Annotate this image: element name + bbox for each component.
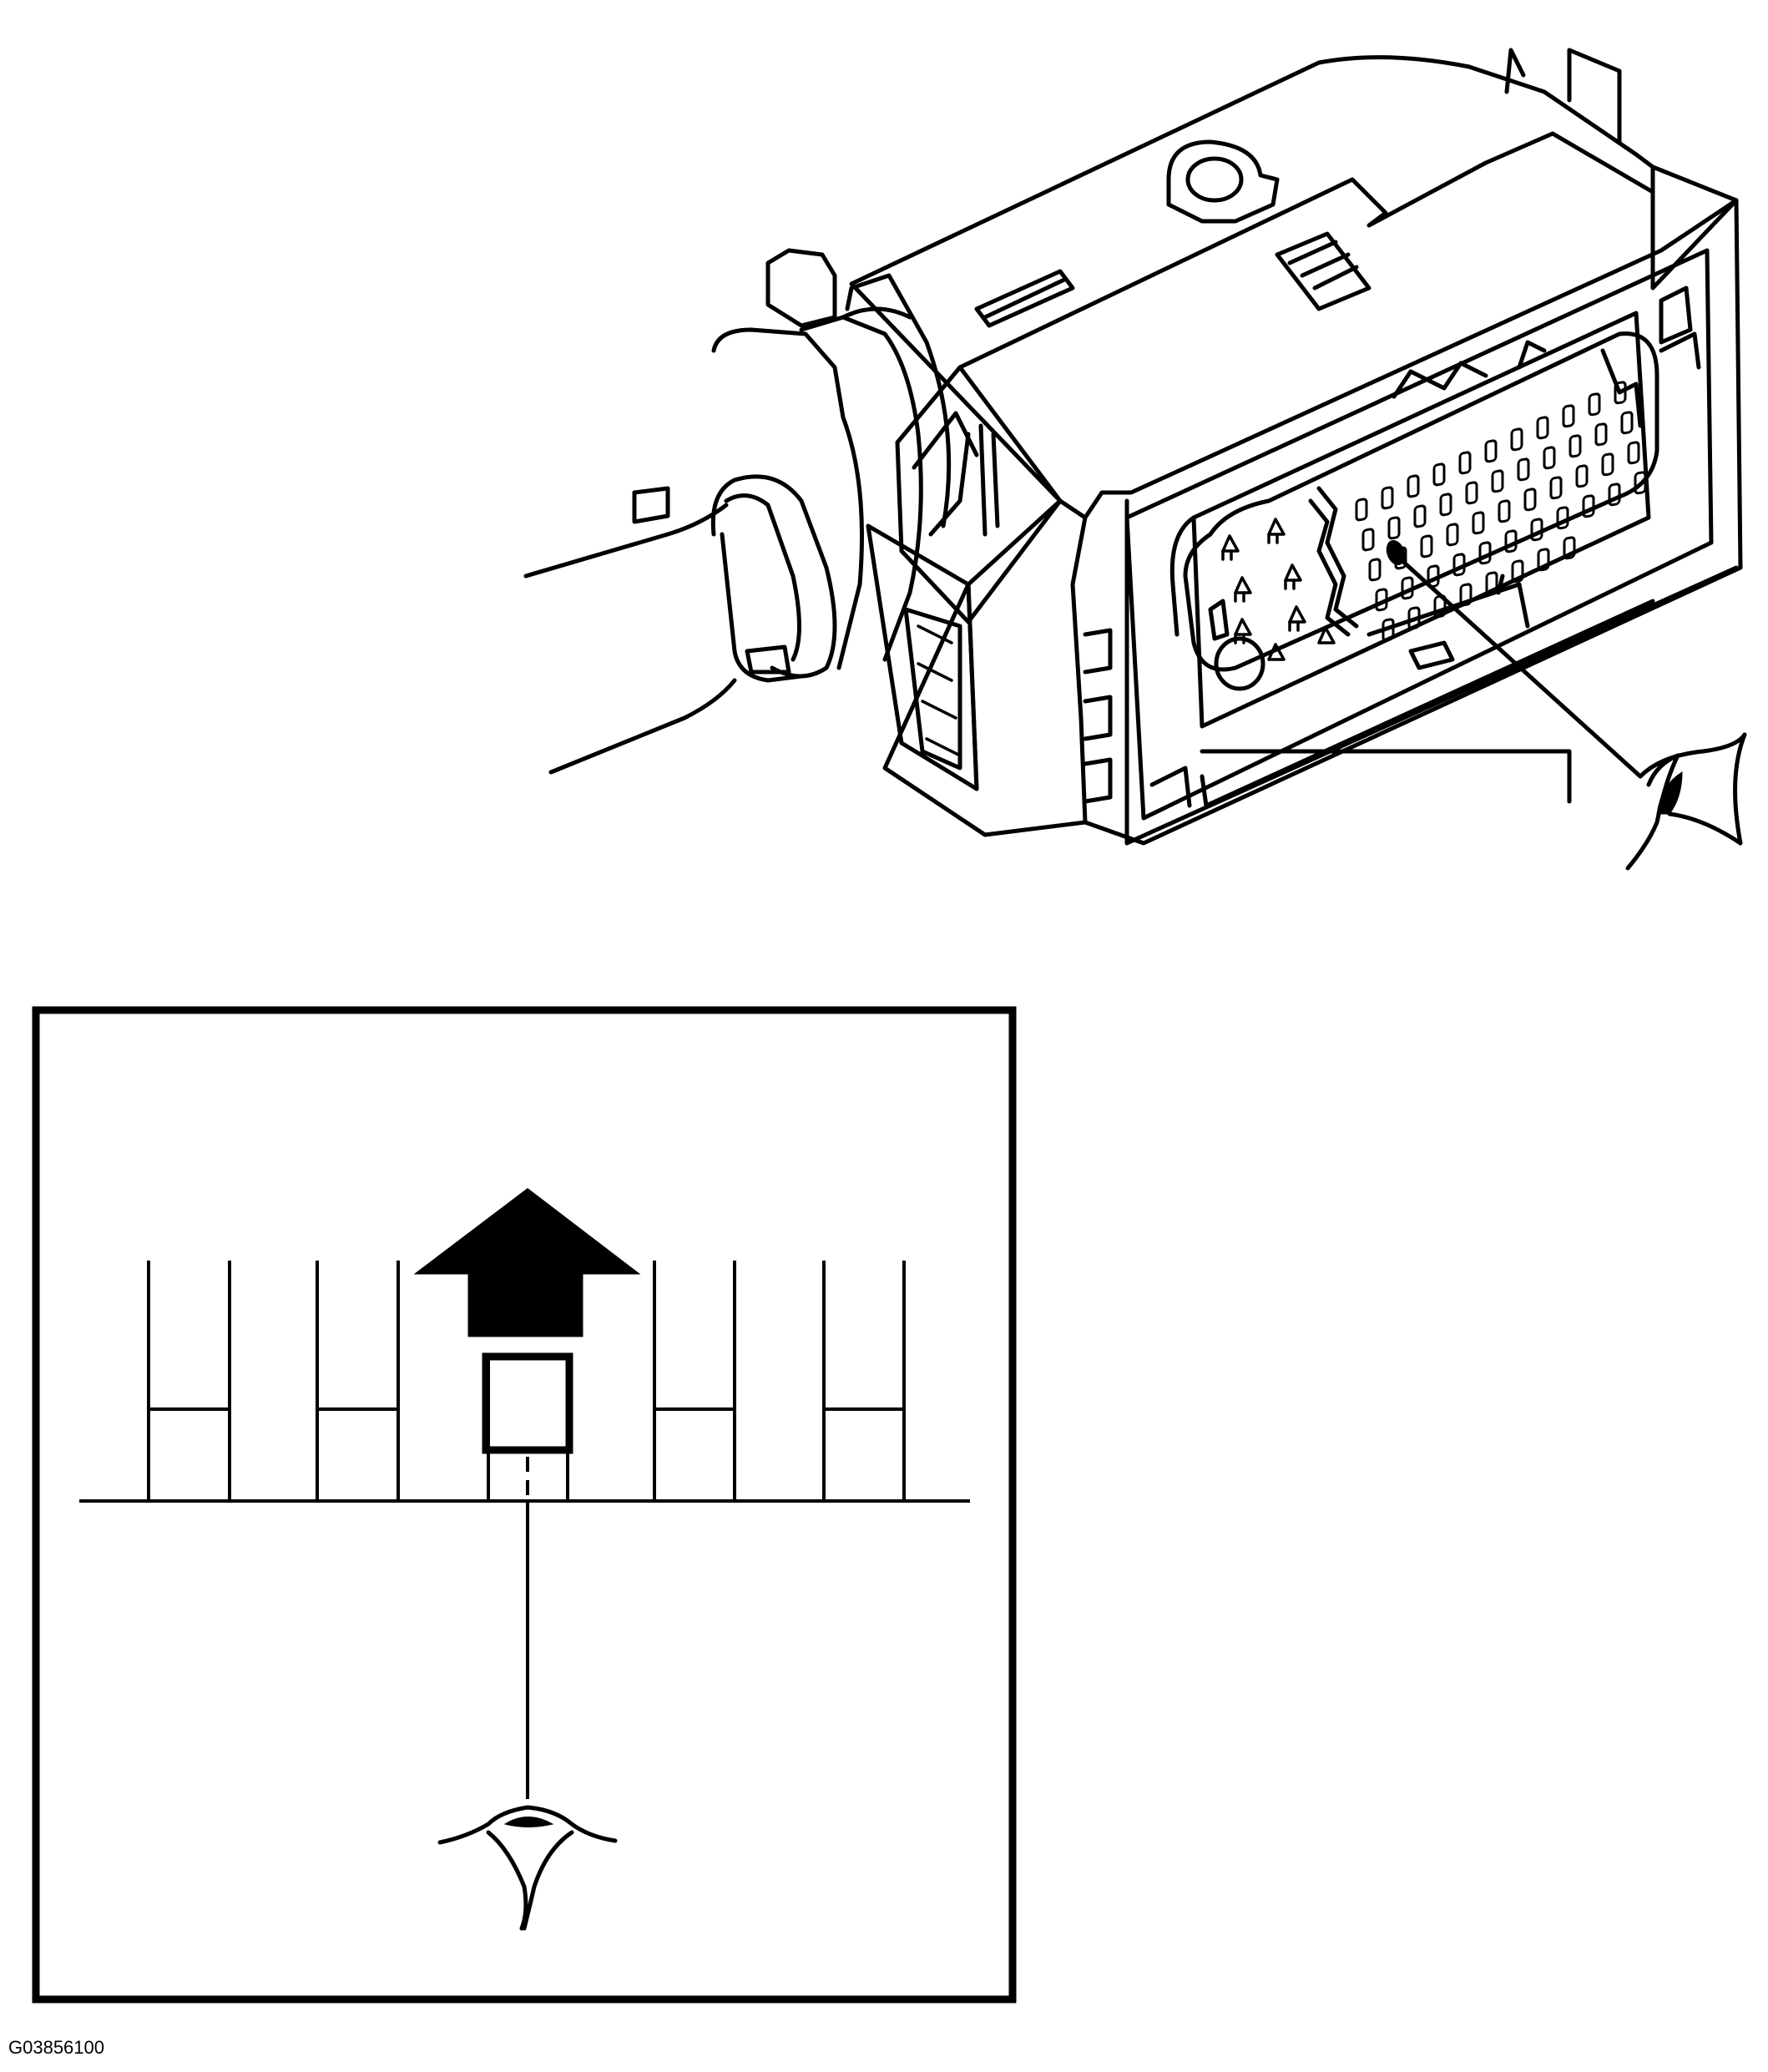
eye-icon xyxy=(1625,732,1747,871)
terminal-cavity xyxy=(1387,516,1401,540)
terminal-cavity xyxy=(1491,469,1504,493)
terminal-cavity xyxy=(1478,541,1492,565)
large-terminal-cavities xyxy=(1208,518,1336,691)
terminal-cavity xyxy=(1620,411,1634,435)
terminal-cavity xyxy=(1439,493,1452,517)
connector-housing xyxy=(849,48,1743,846)
terminal-cavity xyxy=(1536,416,1549,440)
terminal-being-inserted xyxy=(482,1352,573,1501)
terminal-cavity xyxy=(1465,481,1478,505)
terminal-cavity xyxy=(1459,583,1472,607)
terminal-cavity xyxy=(1568,434,1582,458)
terminal-cavity xyxy=(1452,553,1466,577)
terminal-cavity xyxy=(1530,518,1543,542)
terminal-cavity xyxy=(1556,506,1569,530)
detail-view-panel xyxy=(32,1006,1017,2004)
terminal-cavity xyxy=(1543,446,1556,470)
terminal-cavity xyxy=(1485,571,1498,595)
terminal-cavity xyxy=(1601,452,1614,477)
electrical-connector-illustration xyxy=(523,48,1747,871)
terminal-cavity xyxy=(1355,498,1368,522)
terminal-cavity xyxy=(1608,483,1621,507)
terminal-cavity xyxy=(1401,576,1414,600)
terminal-cavity xyxy=(1446,523,1459,547)
terminal-cavity xyxy=(1562,404,1575,428)
terminal-cavity xyxy=(1504,529,1518,553)
terminal-cavity xyxy=(1582,494,1595,518)
terminal-cavity xyxy=(1517,457,1530,482)
terminal-cavity xyxy=(1634,471,1647,495)
terminal-cavity xyxy=(1594,422,1608,447)
terminal-cavities xyxy=(1355,381,1647,642)
terminal-columns xyxy=(147,1261,906,1501)
terminal-cavity xyxy=(1420,534,1433,558)
terminal-cavity xyxy=(1375,588,1388,612)
terminal-cavity xyxy=(1407,474,1420,498)
terminal-cavity xyxy=(1498,499,1511,523)
terminal-cavity xyxy=(1563,536,1576,560)
terminal-cavity xyxy=(1510,427,1523,452)
terminal-cavity xyxy=(1627,441,1640,465)
highlighted-terminal xyxy=(1386,539,1643,779)
terminal-cavity xyxy=(1407,606,1421,630)
figure-id-label: G03856100 xyxy=(8,2037,104,2058)
wire-harness xyxy=(523,486,737,775)
terminal-cavity xyxy=(1472,511,1485,535)
connector-shroud xyxy=(845,273,1063,791)
terminal-cavity xyxy=(1458,451,1472,475)
terminal-cavity xyxy=(1575,464,1589,488)
terminal-cavity xyxy=(1368,558,1382,582)
eye-view-icon xyxy=(437,1805,618,1931)
terminal-cavity xyxy=(1549,476,1563,500)
rear-collar xyxy=(710,248,923,683)
terminal-cavity xyxy=(1484,439,1498,463)
terminal-cavity xyxy=(1432,462,1446,487)
terminal-cavity xyxy=(1523,488,1537,512)
terminal-cavity xyxy=(1588,392,1601,417)
terminal-cavity xyxy=(1614,381,1627,405)
terminal-cavity xyxy=(1381,486,1394,510)
terminal-cavity xyxy=(1511,559,1524,584)
terminal-cavity xyxy=(1537,548,1550,572)
terminal-cavity xyxy=(1361,528,1375,552)
terminal-cavity xyxy=(1413,504,1427,528)
insertion-direction-arrow-icon xyxy=(413,1188,641,1337)
terminal-cavity xyxy=(1382,618,1395,642)
connector-face xyxy=(1124,248,1714,821)
